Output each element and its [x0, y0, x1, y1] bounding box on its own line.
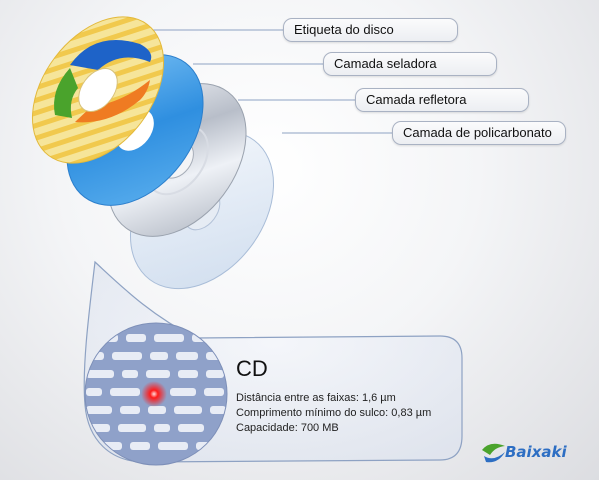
label-refletora: Camada refletora [355, 88, 529, 112]
baixaki-logo-icon [482, 443, 505, 463]
magnified-pit-view [84, 322, 228, 466]
label-seladora: Camada seladora [323, 52, 497, 76]
info-capacity: Capacidade: 700 MB [236, 422, 339, 434]
info-track-pitch: Distância entre as faixas: 1,6 µm [236, 392, 396, 404]
label-disc [31, 16, 165, 164]
label-etiqueta: Etiqueta do disco [283, 18, 458, 42]
info-title: CD [236, 356, 268, 381]
label-policarbonato: Camada de policarbonato [392, 121, 566, 145]
laser-spot-icon [141, 381, 167, 407]
connector-lines [148, 29, 392, 134]
brand-name[interactable]: Baixaki [505, 443, 567, 461]
info-min-pit-length: Comprimento mínimo do sulco: 0,83 µm [236, 407, 432, 419]
